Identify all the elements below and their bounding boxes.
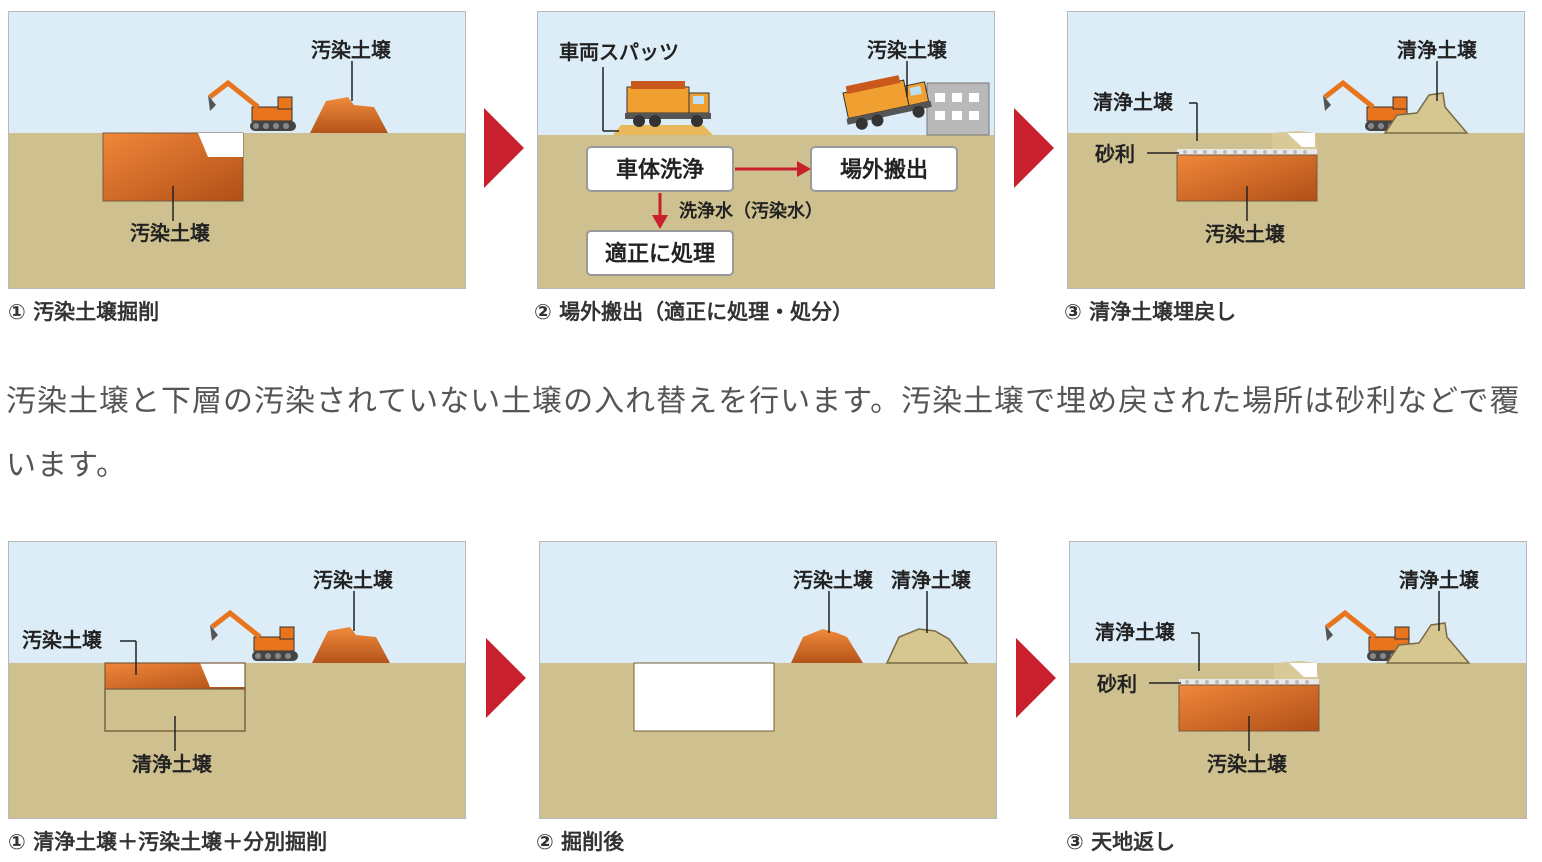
panel-separate-excavation: 汚染土壌 汚染土壌 清浄土壌 [8,541,466,819]
label-pile: 清浄土壌 [1399,568,1480,592]
caption-step-3: ③ 清浄土壌埋戻し [1064,300,1237,324]
svg-text:車体洗浄: 車体洗浄 [616,157,704,183]
panel-offsite-transport: 車両スパッツ 汚染土壌 車体洗浄 場外搬出 洗浄水（汚染水） 適正に処理 [537,11,995,289]
caption-step-2: ② 場外搬出（適正に処理・処分） [534,300,854,324]
panel-contaminated-excavation: 汚染土壌 汚染土壌 [8,11,466,289]
building-icon [926,82,990,136]
panel-after-excavation: 汚染土壌 清浄土壌 [539,541,997,819]
next-arrow-icon [1014,108,1054,188]
svg-text:場外搬出: 場外搬出 [840,157,928,183]
contaminated-pile [310,97,388,133]
next-arrow-icon [486,638,526,718]
label-wash-water: 洗浄水（汚染水） [679,200,823,222]
panel-upside-down: 清浄土壌 清浄土壌 砂利 汚染土壌 [1069,541,1527,819]
caption-step-2b: ② 掘削後 [536,830,625,854]
box-treat [586,230,734,276]
contaminated-pile [312,627,390,663]
label-spats: 車両スパッツ [559,40,679,64]
next-arrow-icon [484,108,524,188]
label-gravel: 砂利 [1097,672,1137,696]
caption-step-1: ① 汚染土壌掘削 [8,300,160,324]
label-pit: 汚染土壌 [1207,752,1288,776]
caption-step-1b: ① 清浄土壌＋汚染土壌＋分別掘削 [8,830,328,854]
label-top-layer: 汚染土壌 [22,628,103,652]
label-pile: 清浄土壌 [1397,38,1478,62]
description-text: 汚染土壌と下層の汚染されていない土壌の入れ替えを行います。汚染土壌で埋め戻された… [6,384,1521,483]
svg-text:適正に処理: 適正に処理 [605,241,715,267]
empty-pit [633,662,775,732]
caption-step-3b: ③ 天地返し [1066,830,1176,854]
label-clean: 清浄土壌 [1095,620,1176,644]
gravel-layer [1183,150,1307,154]
label-pile: 汚染土壌 [313,568,394,592]
label-gravel: 砂利 [1095,142,1135,166]
clean-pile [1383,92,1469,134]
clean-pile [885,628,969,664]
label-pile: 汚染土壌 [311,38,392,62]
gravel-layer [1185,680,1309,684]
contaminated-pile [791,629,863,663]
panel-clean-backfill: 清浄土壌 清浄土壌 砂利 汚染土壌 [1067,11,1525,289]
next-arrow-icon [1016,638,1056,718]
label-pit: 汚染土壌 [130,221,211,245]
label-pile-1: 汚染土壌 [793,568,874,592]
box-wash [586,146,734,192]
label-pile-2: 清浄土壌 [891,568,972,592]
label-pile: 汚染土壌 [867,38,948,62]
label-pit: 汚染土壌 [1205,222,1286,246]
clean-pile [1385,622,1471,664]
label-bottom-layer: 清浄土壌 [132,752,213,776]
label-clean: 清浄土壌 [1093,90,1174,114]
